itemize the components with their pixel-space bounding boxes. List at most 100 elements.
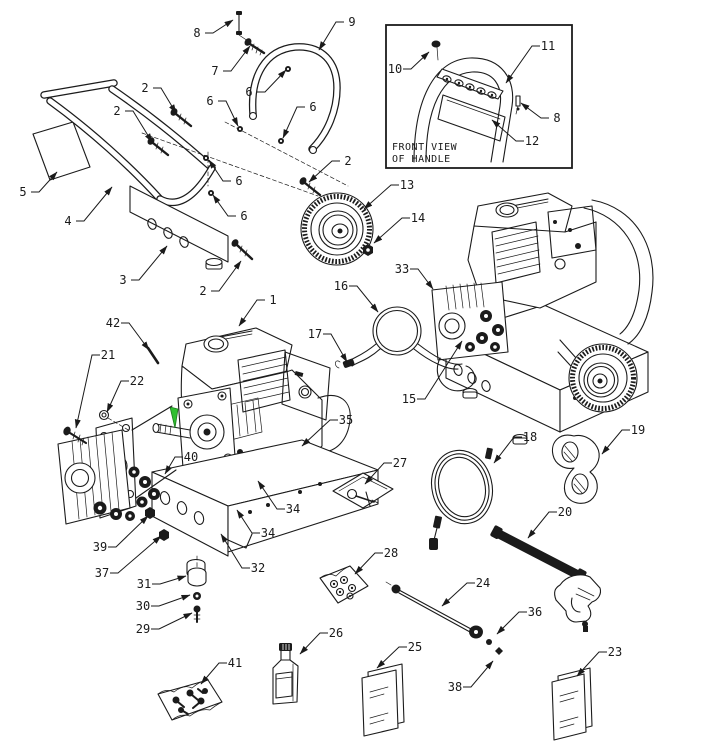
leader-line-41 — [200, 662, 227, 685]
leader-line-1 — [238, 299, 265, 327]
leader-line-5 — [31, 171, 58, 193]
part-number-20: 20 — [558, 505, 572, 519]
pump-outlet-hose — [436, 357, 476, 392]
part-number-29: 29 — [136, 622, 150, 636]
leader-line-9 — [318, 21, 344, 51]
inset-caption-line2: OF HANDLE — [392, 154, 451, 165]
part-number-7: 7 — [211, 64, 218, 78]
spray-gun — [554, 574, 602, 632]
part-number-2: 2 — [113, 104, 120, 118]
leader-line-32 — [220, 533, 250, 569]
drain-plug-kit — [187, 555, 207, 623]
leader-line-13 — [363, 184, 399, 210]
frame-base-plate — [129, 185, 229, 270]
part-number-19: 19 — [631, 423, 645, 437]
leader-line-28 — [354, 552, 383, 575]
inset-front-view: FRONT VIEW OF HANDLE — [385, 24, 573, 169]
part-number-2: 2 — [199, 284, 206, 298]
leader-line-30 — [151, 594, 191, 607]
washers — [203, 66, 291, 196]
spray-wand-24 — [385, 581, 503, 655]
nozzle-kit-bag-28 — [319, 565, 369, 604]
part-number-11: 11 — [541, 39, 555, 53]
hose-18-fittings — [429, 447, 493, 550]
green-highlight-arrow — [169, 406, 179, 429]
part-number-2: 2 — [141, 81, 148, 95]
leader-line-2 — [308, 160, 340, 183]
part-number-4: 4 — [64, 214, 71, 228]
leader-line-6 — [218, 100, 239, 127]
leader-line-34 — [257, 480, 285, 510]
wheel-left — [300, 192, 374, 266]
hardware-bag-41 — [157, 679, 223, 721]
leader-line-17 — [323, 333, 348, 363]
leader-line-4 — [76, 186, 113, 222]
leader-line-42 — [121, 322, 150, 351]
part-number-10: 10 — [388, 62, 402, 76]
leader-line-8 — [205, 19, 234, 34]
leader-line-40 — [164, 456, 183, 475]
part-number-25: 25 — [408, 640, 422, 654]
hidden-rail — [224, 121, 349, 187]
inset-pin — [515, 95, 521, 107]
leader-line-14 — [373, 217, 410, 244]
leader-line-6 — [212, 194, 236, 217]
part-number-3: 3 — [119, 273, 126, 287]
part-number-18: 18 — [523, 430, 537, 444]
leader-line-20 — [527, 511, 557, 539]
pump-fitting-37 — [159, 529, 169, 541]
assembled-unit — [431, 192, 654, 445]
leader-line-19 — [601, 429, 630, 455]
leader-line-2 — [153, 87, 177, 114]
crankshaft — [152, 422, 191, 439]
part-number-8: 8 — [553, 111, 560, 125]
part-number-33: 33 — [395, 262, 409, 276]
leader-line-7 — [223, 45, 251, 72]
part-number-13: 13 — [400, 178, 414, 192]
leader-line-2 — [211, 260, 242, 292]
leader-line-18 — [493, 436, 522, 464]
part-number-21: 21 — [101, 348, 115, 362]
part-number-36: 36 — [528, 605, 542, 619]
part-number-14: 14 — [411, 211, 425, 225]
leader-line-34 — [236, 509, 260, 534]
pump-bolt-21 — [63, 426, 88, 446]
leader-line-25 — [376, 646, 407, 669]
leader-line-24 — [441, 582, 475, 607]
part-number-30: 30 — [136, 599, 150, 613]
part-number-6: 6 — [245, 85, 252, 99]
leader-line-22 — [106, 380, 129, 413]
shaft-key — [146, 346, 160, 365]
leader-line-6 — [257, 69, 287, 93]
decal-plate — [32, 121, 91, 181]
part-number-26: 26 — [329, 626, 343, 640]
upper-handle-tube — [248, 43, 341, 155]
part-number-38: 38 — [448, 680, 462, 694]
leader-line-21 — [74, 354, 100, 429]
leader-line-26 — [299, 632, 328, 655]
leader-line-36 — [496, 611, 527, 635]
leader-line-3 — [131, 245, 168, 281]
part-number-23: 23 — [608, 645, 622, 659]
part-number-34: 34 — [261, 526, 275, 540]
axle-nut — [363, 244, 373, 256]
leader-line-38 — [463, 660, 494, 688]
leader-line-6 — [282, 106, 305, 139]
handle-bolt — [244, 38, 266, 56]
part-number-35: 35 — [339, 413, 353, 427]
leader-line-31 — [152, 575, 187, 585]
leader-line-8 — [520, 102, 549, 119]
part-number-28: 28 — [384, 546, 398, 560]
part-number-17: 17 — [308, 327, 322, 341]
leader-line-10 — [403, 51, 430, 70]
wheel-right — [557, 339, 638, 413]
part-number-40: 40 — [184, 450, 198, 464]
manual-25 — [361, 663, 405, 737]
part-number-15: 15 — [402, 392, 416, 406]
part-number-27: 27 — [393, 456, 407, 470]
knob-icon — [431, 40, 441, 48]
hose-strap-19 — [551, 434, 600, 504]
part-number-22: 22 — [130, 374, 144, 388]
leader-line-11 — [505, 45, 540, 84]
leader-line-29 — [151, 612, 193, 630]
